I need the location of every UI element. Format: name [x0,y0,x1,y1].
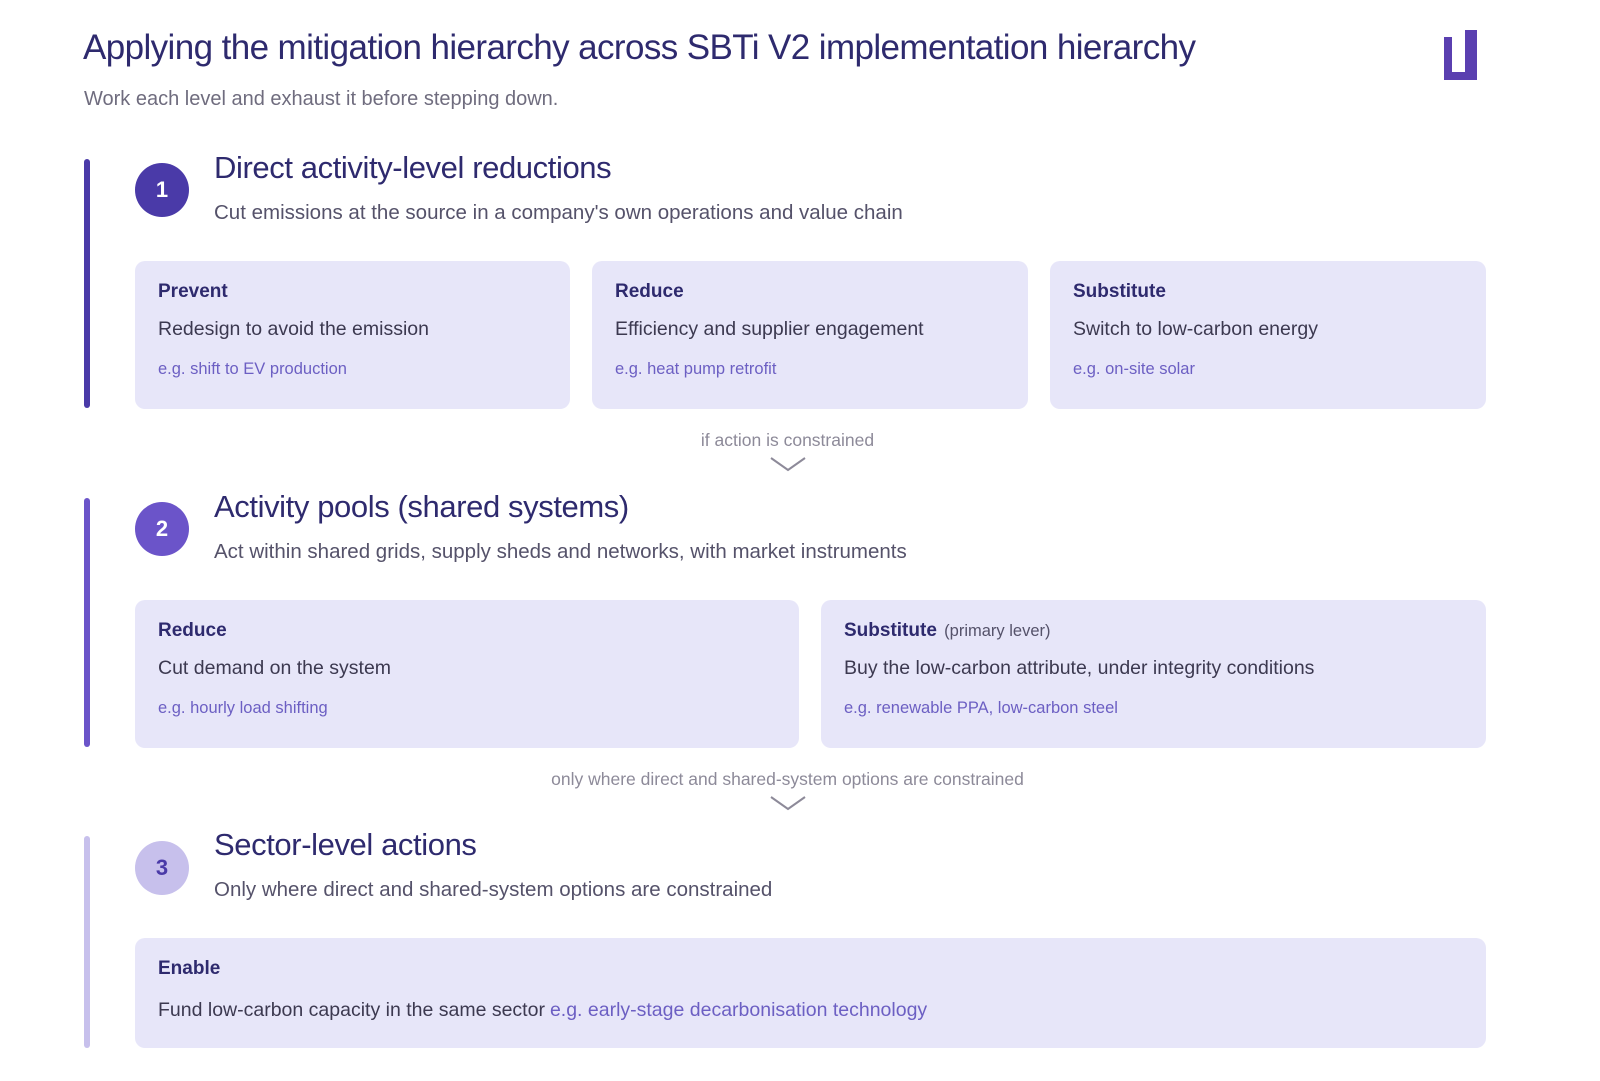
level-1-rule [84,159,90,408]
level-1-card-reduce: Reduce Efficiency and supplier engagemen… [592,261,1028,409]
card-example: e.g. early-stage decarbonisation technol… [549,999,928,1021]
card-example: e.g. on-site solar [1073,360,1195,378]
level-3-rule [84,836,90,1048]
level-3-card-enable: Enable Fund low-carbon capacity in the s… [135,938,1486,1048]
chevron-down-icon [769,457,806,472]
card-qualifier: (primary lever) [944,622,1051,640]
card-example: e.g. hourly load shifting [158,699,328,717]
page-subtitle: Work each level and exhaust it before st… [84,88,559,110]
level-3-number-badge: 3 [135,841,189,895]
card-description: Redesign to avoid the emission [158,318,429,340]
card-description-text: Fund low-carbon capacity in the same sec… [158,999,545,1021]
card-name: Reduce [158,620,227,642]
card-example: e.g. shift to EV production [158,360,347,378]
level-1-card-prevent: Prevent Redesign to avoid the emission e… [135,261,570,409]
card-example: e.g. heat pump retrofit [615,360,777,378]
card-name-text: Reduce [158,620,227,641]
chevron-down-icon [769,796,806,811]
card-name: Reduce [615,281,684,302]
card-description: Switch to low-carbon energy [1073,318,1318,340]
bracket-logo-icon [1444,30,1477,80]
connector-label: if action is constrained [700,430,875,450]
card-example: e.g. renewable PPA, low-carbon steel [844,699,1118,717]
card-description: Fund low-carbon capacity in the same sec… [158,999,927,1022]
card-description: Buy the low-carbon attribute, under inte… [844,657,1315,679]
level-1-title: Direct activity-level reductions [214,150,612,185]
level-2-rule [84,498,90,747]
connector-label: only where direct and shared-system opti… [551,769,1024,789]
level-3-title: Sector-level actions [214,827,477,862]
level-1-description: Cut emissions at the source in a company… [214,201,903,224]
level-1-card-substitute: Substitute Switch to low-carbon energy e… [1050,261,1486,409]
level-3-description: Only where direct and shared-system opti… [214,878,773,901]
level-2-number-badge: 2 [135,502,189,556]
card-description: Efficiency and supplier engagement [615,318,924,340]
level-2-title: Activity pools (shared systems) [214,489,629,524]
card-name: Prevent [158,281,228,302]
connector-2: only where direct and shared-system opti… [0,769,1575,812]
card-name: Substitute [1073,281,1166,302]
level-2-description: Act within shared grids, supply sheds an… [214,540,907,563]
card-name-text: Substitute [844,620,937,641]
level-2-card-reduce: Reduce Cut demand on the system e.g. hou… [135,600,799,748]
card-description: Cut demand on the system [158,657,392,679]
card-name: Enable [158,958,221,979]
connector-1: if action is constrained [0,430,1575,473]
card-name: Substitute (primary lever) [844,620,1051,642]
page-title: Applying the mitigation hierarchy across… [83,28,1196,67]
level-2-card-substitute: Substitute (primary lever) Buy the low-c… [821,600,1486,748]
level-1-number-badge: 1 [135,163,189,217]
